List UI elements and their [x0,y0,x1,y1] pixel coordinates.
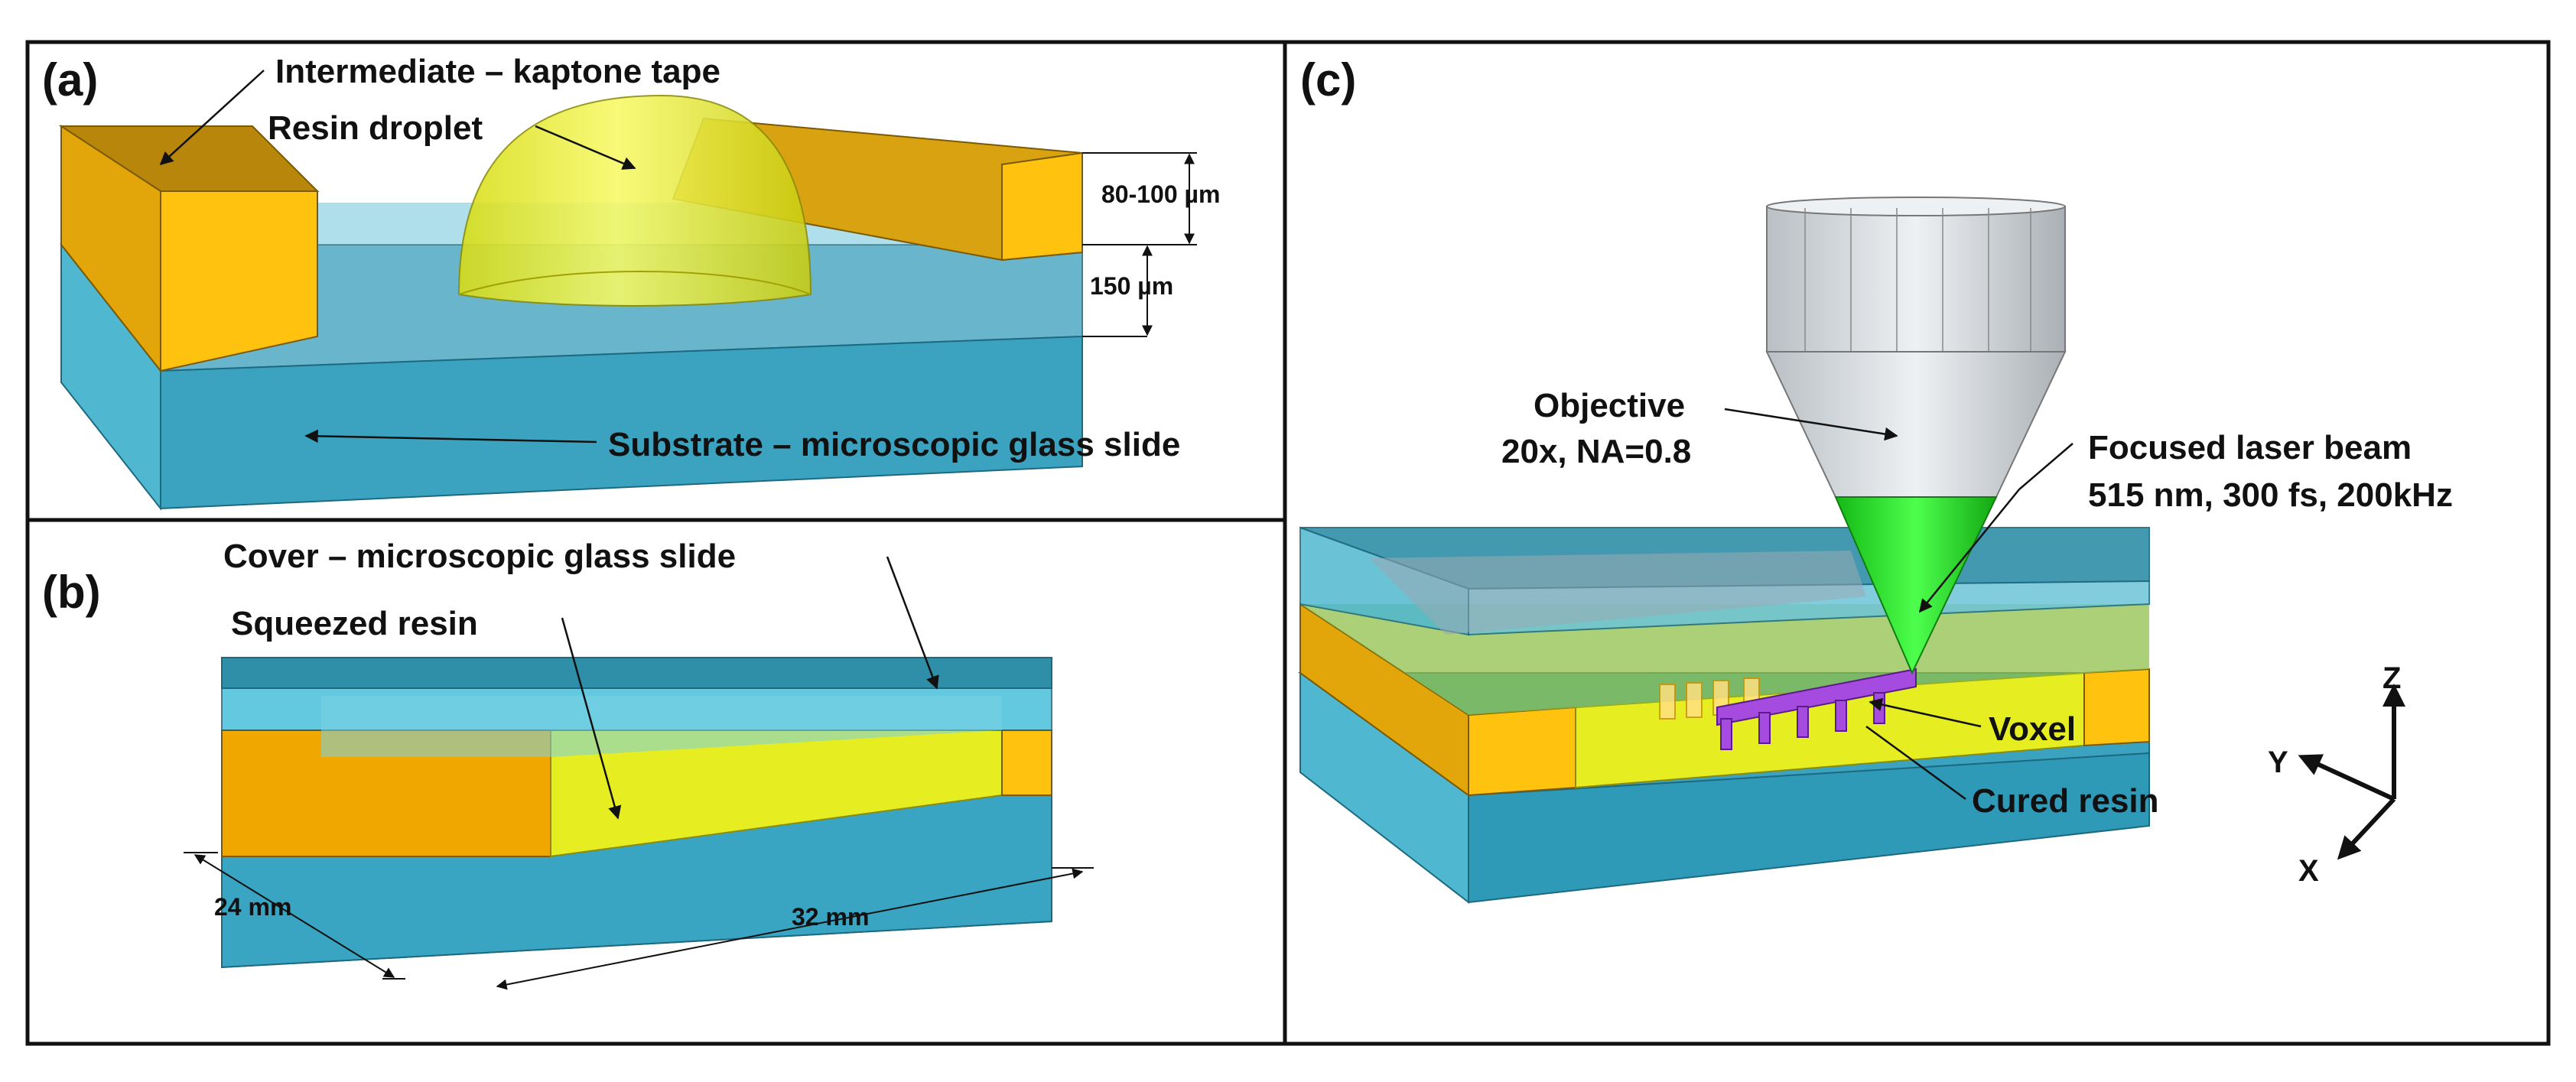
cured-resin-label: Cured resin [1972,782,2159,820]
substrate-side [160,335,1083,510]
laser-label-1: Focused laser beam [2088,429,2412,466]
width-24mm-label: 24 mm [214,893,291,921]
panel-a-label: (a) [42,54,98,106]
laser-label-2: 515 nm, 300 fs, 200kHz [2088,476,2453,514]
panel-c-label: (c) [1300,54,1356,106]
resin-droplet-rim [458,271,812,295]
panel-c-frame [1283,40,2551,1046]
panel-c: (c) Objective 20x, NA=0.8 Focused laser … [1297,54,2453,905]
b-tape-right-face [1001,729,1052,796]
panel-b: (b) Cover – microscopic glass slide Sque… [42,538,1094,990]
tape-back-end [1001,151,1083,262]
panel-b-leaders [561,556,939,820]
panel-b-dimensions [184,852,1094,990]
axes-triad [2298,684,2405,860]
dim-80-100-label: 80-100 µm [1101,180,1220,208]
squeezed-resin-label: Squeezed resin [231,605,478,642]
cover-label: Cover – microscopic glass slide [223,538,736,575]
voxel-label: Voxel [1989,710,2076,748]
c-inner-recess [1369,551,1866,635]
b-inner-glass [321,696,1002,757]
objective-top [1766,197,2066,216]
objective-label-1: Objective [1534,387,1685,424]
laser-beam [1834,496,1998,675]
dim-150-label: 150 µm [1090,272,1173,300]
panel-a: (a) Intermediate – kaptone tape Resin dr… [42,53,1220,511]
intermediate-label: Intermediate – kaptone tape [275,53,720,90]
dimension-markers [1082,152,1197,337]
axis-y-label: Y [2268,746,2288,779]
axis-x-label: X [2298,854,2319,888]
substrate-label: Substrate – microscopic glass slide [608,426,1180,463]
objective-cylinder [1766,206,2066,353]
panel-b-label: (b) [42,567,101,618]
c-tape-front [1468,706,1576,797]
panel-a-leaders [159,70,636,444]
resin-droplet-label: Resin droplet [268,109,483,147]
objective-ribs [1804,208,2031,352]
length-32mm-label: 32 mm [792,903,869,931]
resin-droplet [457,94,812,307]
tape-left-side [60,125,161,373]
c-tape-right-front [2083,668,2150,747]
objective-cone [1765,351,2067,498]
axis-z-label: Z [2382,661,2401,695]
objective-label-2: 20x, NA=0.8 [1501,433,1691,470]
panel-c-leaders [1724,408,2073,801]
panel-frames [25,40,2551,1046]
